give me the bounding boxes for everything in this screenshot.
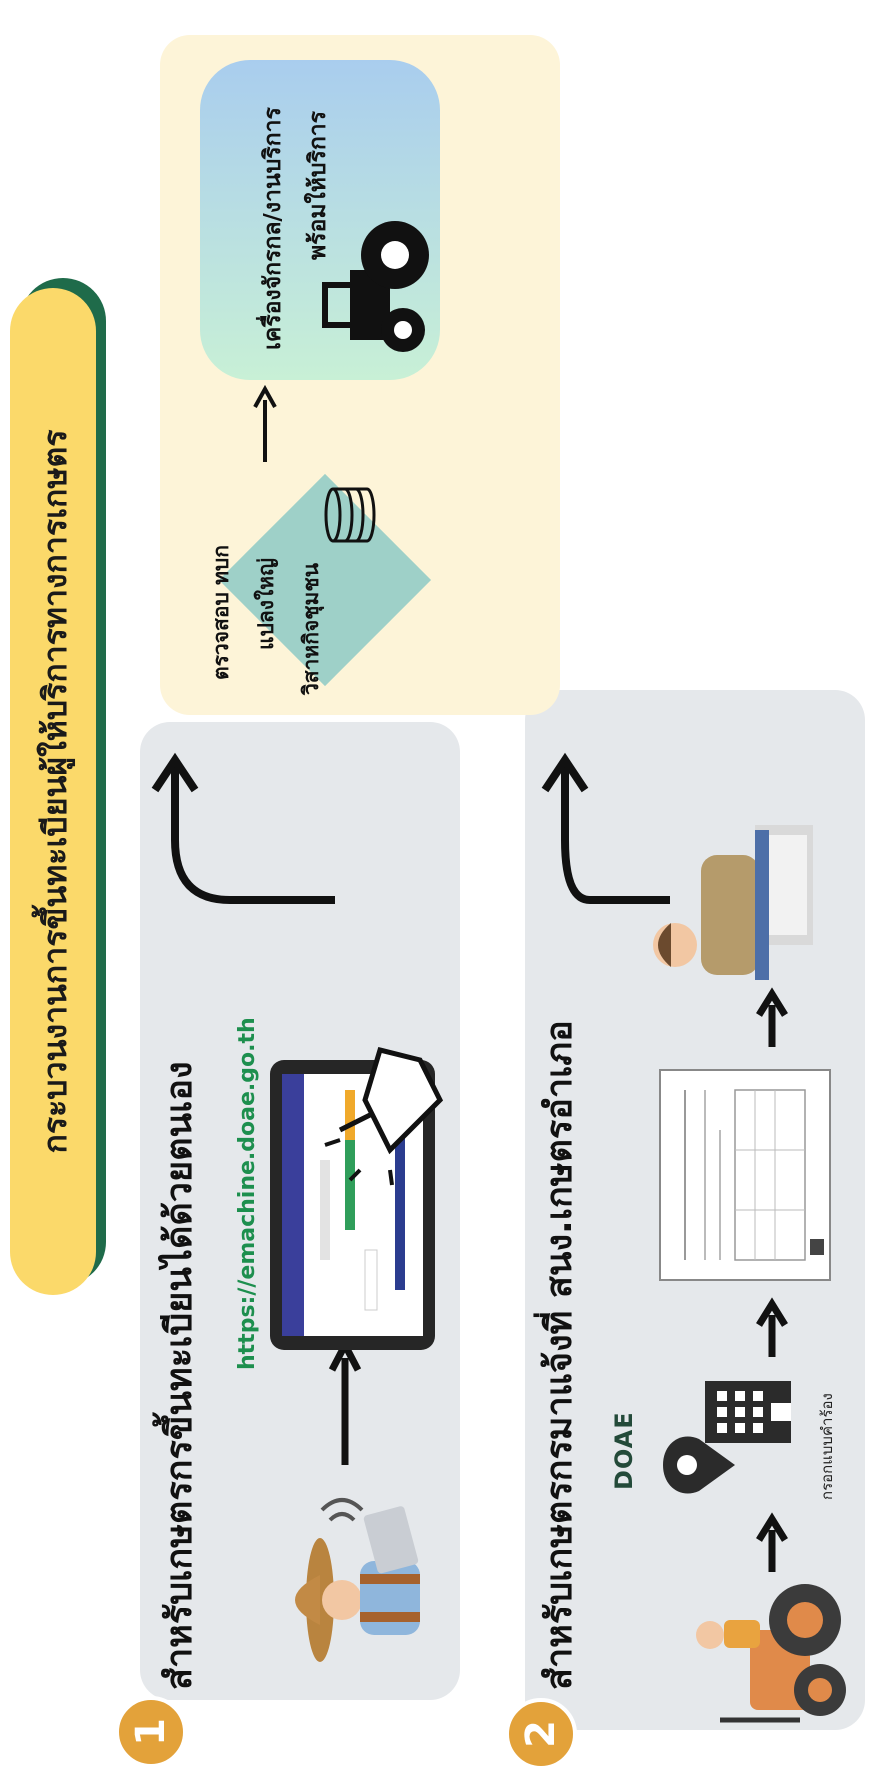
connector-arrow-bottom [541,752,670,904]
section2-number: 2 [518,1720,564,1748]
arrow-icon [756,1512,788,1572]
tractor-farmer-illustration [696,1584,846,1723]
connector-arrow-top [151,752,335,904]
result-line1: เครื่องจักรกล/งานบริการ [260,107,286,350]
section1-number: 1 [128,1718,174,1746]
url-link[interactable]: https://emachine.doae.go.th [235,1017,260,1370]
arrow-icon [756,987,788,1047]
tractor-icon [322,221,429,352]
verify-line1: ตรวจสอบ ทบก [209,545,233,680]
form-document-icon [659,1069,831,1281]
section1-badge: 1 [115,1696,187,1768]
verify-line3: วิสาหกิจชุมชน [299,563,323,695]
title-banner: กระบวนงานการขึ้นทะเบียนผู้ให้บริการทางกา… [10,288,96,1295]
office-location-icon [663,1381,791,1494]
doae-logo: DOAE [610,1411,638,1490]
arrow-icon [328,1337,362,1465]
officer-illustration [653,825,813,980]
form-label: กรอกแบบคำร้อง [818,1393,836,1500]
database-icon [324,487,376,543]
page-title: กระบวนงานการขึ้นทะเบียนผู้ให้บริการทางกา… [36,429,74,1154]
farmer-laptop-illustration [295,1498,420,1662]
tablet-illustration [270,1046,444,1350]
verify-line2: แปลงใหญ่ [254,558,278,650]
result-line2: พร้อมให้บริการ [305,110,331,260]
arrow-icon [253,384,277,462]
section1-title: สำหรับเกษตรกรขึ้นทะเบียนได้ด้วยตนเอง [159,1061,200,1690]
section2-title: สำหรับเกษตรกรมาแจ้งที่ สนง.เกษตรอำเภอ [539,1020,580,1690]
arrow-icon [756,1297,788,1357]
section2-badge: 2 [505,1698,577,1770]
